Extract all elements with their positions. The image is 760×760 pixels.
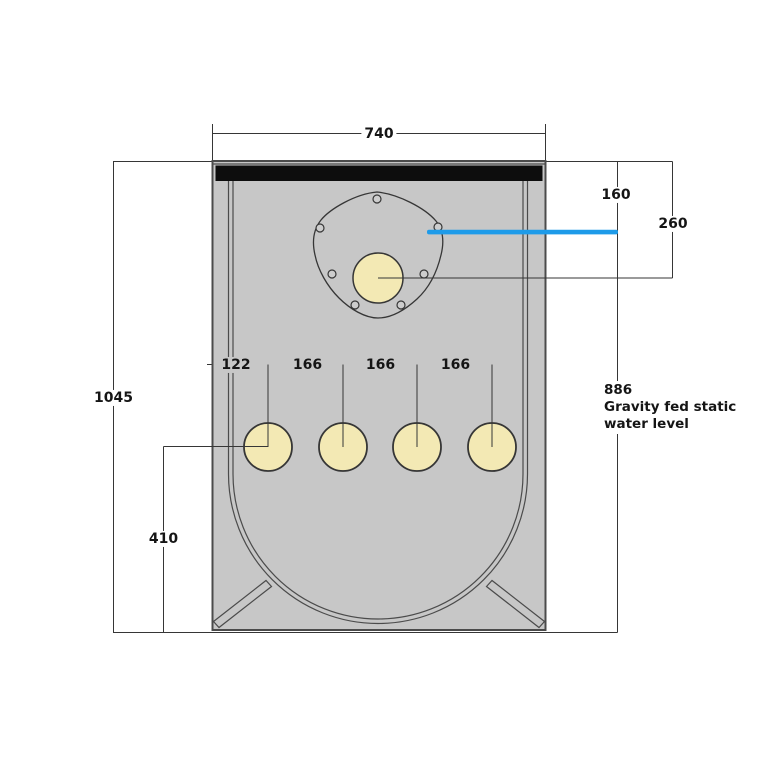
inner-vessel-arc-outer: [227, 473, 529, 625]
dim-label-port-spacing-2: 166: [362, 356, 399, 373]
bolt-hole-top: [372, 194, 382, 204]
bolt-hole-lower-left: [350, 300, 360, 310]
inner-vessel-arc-inner: [232, 473, 524, 620]
water-level-note-line2: water level: [604, 416, 689, 432]
tank-top-seal-bar: [215, 165, 543, 181]
dim-label-port-spacing-1: 166: [289, 356, 326, 373]
bolt-hole-mid-right: [419, 269, 429, 279]
dim-label-overall-width: 740: [361, 125, 397, 142]
dim-label-overall-height: 1045: [91, 389, 136, 407]
gusset-right: [485, 579, 546, 629]
dim-label-top-to-outlet-center: 260: [655, 215, 691, 232]
leader-lines: [163, 277, 673, 447]
water-level-annotation: 886 Gravity fed static water level: [604, 381, 741, 434]
tank: [211, 160, 547, 631]
gusset-left: [212, 579, 273, 629]
bolt-hole-mid-left: [327, 269, 337, 279]
dim-label-edge-to-first-port: 122: [218, 356, 254, 373]
dim-label-port-spacing-3: 166: [437, 356, 474, 373]
water-level-note-line1: Gravity fed static: [604, 399, 737, 415]
water-level-indicator-line: [427, 229, 618, 235]
dim-label-port-to-base: 410: [145, 530, 182, 548]
bolt-hole-lower-right: [396, 300, 406, 310]
dim-label-top-to-water-level: 160: [598, 186, 634, 204]
dim-label-static-water-level: 886: [604, 382, 633, 398]
bolt-hole-upper-left: [315, 223, 325, 233]
